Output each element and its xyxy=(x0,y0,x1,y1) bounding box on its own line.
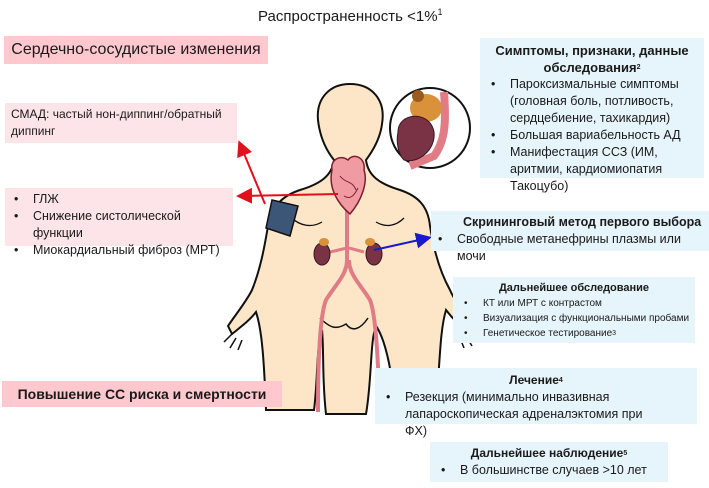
list-item: ГЛЖ xyxy=(7,191,231,208)
further-exam-list: КТ или МРТ с контрастом Визуализация с ф… xyxy=(457,296,691,341)
further-exam-header: Дальнейшее обследование xyxy=(498,282,650,294)
list-item: Свободные метанефрины плазмы или мочи xyxy=(431,231,705,265)
list-item: КТ или МРТ с контрастом xyxy=(457,296,691,311)
kidneys-icon xyxy=(313,238,383,266)
arrow-to-abpm xyxy=(237,140,266,205)
abpm-box: СМАД: частый нон-диппинг/обратный диппин… xyxy=(5,103,237,143)
footnote-ref: 1 xyxy=(437,7,443,17)
follow-up-box: Дальнейшее наблюдение5 В большинстве слу… xyxy=(430,442,668,482)
treatment-list: Резекция (минимально инвазивная лапароск… xyxy=(379,389,693,440)
symptoms-list: Пароксизмальные симптомы (головная боль,… xyxy=(484,76,700,195)
screening-box: Скрининговый метод первого выбора Свобод… xyxy=(431,211,709,263)
screening-header: Скрининговый метод первого выбора xyxy=(463,215,702,229)
risk-header: Повышение СС риска и смертности xyxy=(2,381,282,407)
list-item: Визуализация с функциональными пробами xyxy=(457,311,691,326)
symptoms-header: Симптомы, признаки, данные обследования2 xyxy=(495,43,689,75)
prevalence-text: Распространенность <1% xyxy=(258,8,438,25)
symptoms-box: Симптомы, признаки, данные обследования2… xyxy=(480,38,704,193)
treatment-header: Лечение4 xyxy=(509,373,563,387)
list-item: Пароксизмальные симптомы (головная боль,… xyxy=(484,76,700,127)
follow-up-header: Дальнейшее наблюдение5 xyxy=(470,446,628,460)
heart-icon xyxy=(330,155,366,216)
further-exam-box: Дальнейшее обследование КТ или МРТ с кон… xyxy=(453,277,695,343)
screening-list: Свободные метанефрины плазмы или мочи xyxy=(431,231,705,265)
treatment-box: Лечение4 Резекция (минимально инвазивная… xyxy=(375,368,697,438)
list-item: Миокардиальный фиброз (МРТ) xyxy=(7,242,231,259)
list-item: Резекция (минимально инвазивная лапароск… xyxy=(379,389,663,440)
follow-up-list: В большинстве случаев >10 лет xyxy=(434,462,664,479)
list-item: Большая вариабельность АД xyxy=(484,127,700,144)
adrenal-tumor-inset xyxy=(389,87,471,170)
list-item: Генетическое тестирование3 xyxy=(457,326,691,341)
arrow-to-screening xyxy=(373,232,432,251)
arrow-to-cardiac xyxy=(236,187,339,204)
cardiac-findings-box: ГЛЖ Снижение систолической функции Миока… xyxy=(5,188,233,259)
cardiac-findings-list: ГЛЖ Снижение систолической функции Миока… xyxy=(7,191,231,259)
list-item: Манифестация ССЗ (ИМ, аритмии, кардиомио… xyxy=(484,144,700,195)
list-item: В большинстве случаев >10 лет xyxy=(434,462,664,479)
prevalence-title: Распространенность <1%1 xyxy=(258,7,443,25)
bp-cuff-icon xyxy=(265,199,299,237)
cv-changes-header: Сердечно-сосудистые изменения xyxy=(4,36,268,64)
list-item: Снижение систолической функции xyxy=(7,208,231,242)
